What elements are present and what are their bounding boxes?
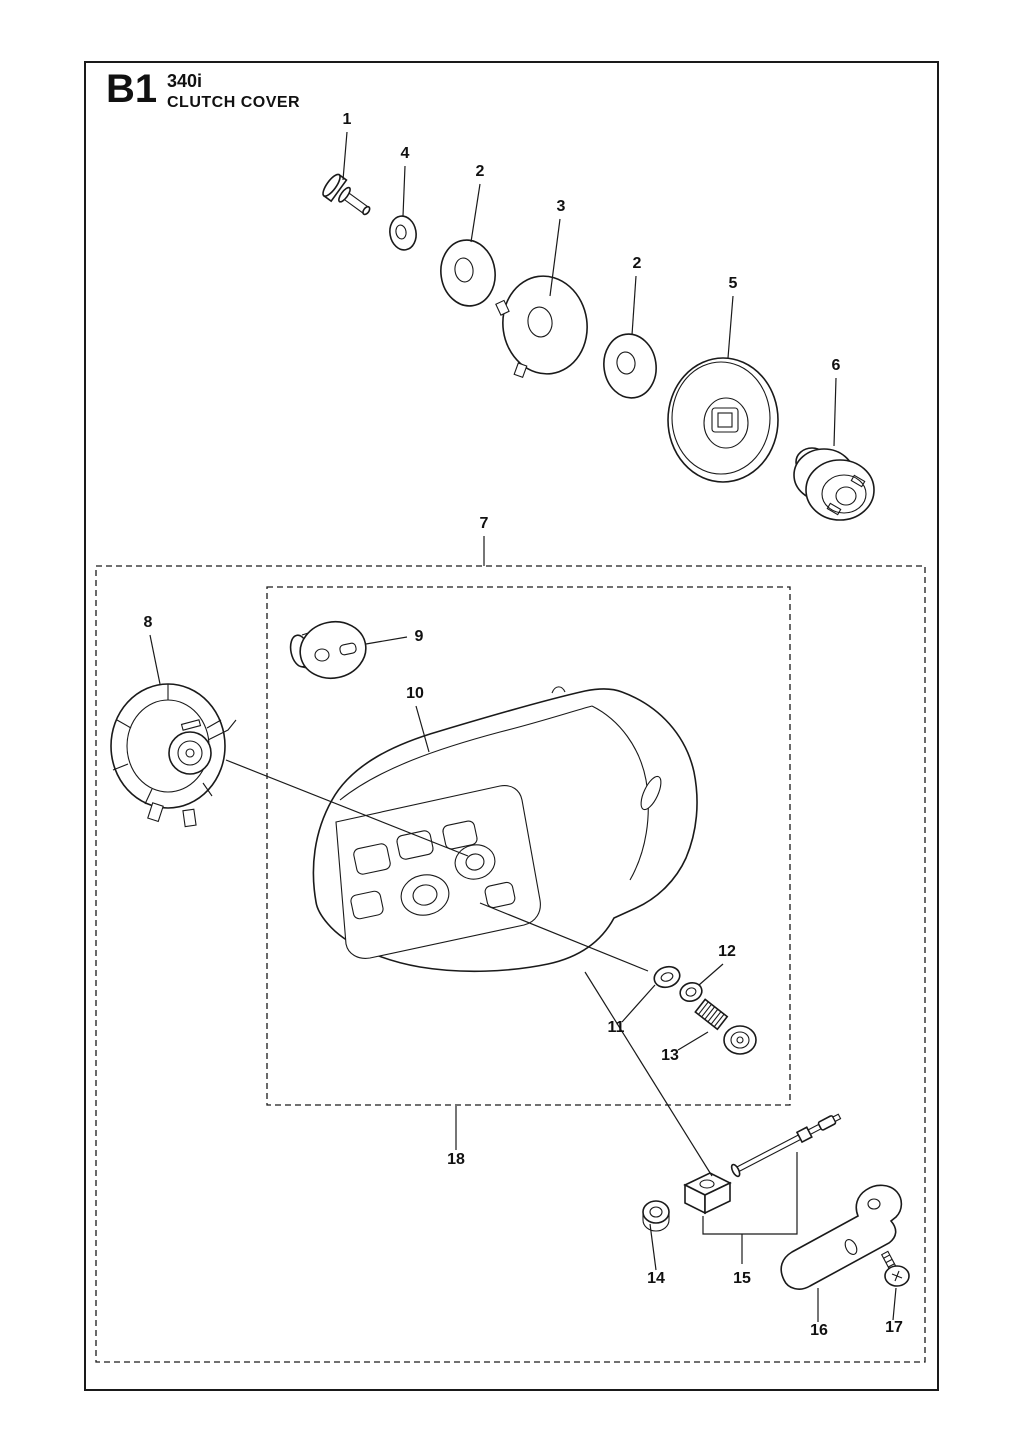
part-11-washer [653, 965, 681, 989]
callout-1: 1 [343, 111, 352, 128]
callout-11: 11 [608, 1019, 625, 1036]
part-8-brake-assembly [110, 683, 237, 828]
part-15-tensioner-assembly [683, 1113, 842, 1215]
leader-lines [149, 131, 897, 1322]
callout-3: 3 [557, 198, 566, 215]
callout-2a: 2 [476, 163, 485, 180]
part-16-bar-bracket [780, 1184, 903, 1290]
callout-2b: 2 [633, 255, 642, 272]
callout-5: 5 [729, 275, 738, 292]
model-label: 340i [167, 71, 202, 91]
part-17-screw [880, 1250, 910, 1287]
callout-15: 15 [733, 1270, 751, 1287]
callout-14: 14 [647, 1270, 665, 1287]
part-1-screw [322, 173, 371, 216]
part-12-washer [679, 981, 703, 1003]
part-9-cap [289, 620, 367, 680]
callout-8: 8 [144, 614, 153, 631]
part-6-pulley [793, 447, 875, 521]
part-13-tensioner-screw [694, 998, 757, 1055]
callout-16: 16 [810, 1322, 828, 1339]
part-10-clutch-cover [312, 686, 698, 973]
part-2-washer-a [440, 239, 496, 307]
part-3-disc [495, 275, 588, 379]
callout-4: 4 [401, 145, 410, 162]
page-title: CLUTCH COVER [167, 94, 300, 111]
part-2-washer-b [603, 333, 657, 399]
callout-10: 10 [406, 685, 424, 702]
callout-labels: 1 4 2 3 2 5 6 7 8 9 10 11 12 13 14 15 16… [144, 111, 903, 1339]
group-7-boundary [95, 565, 926, 1363]
part-4-washer [389, 215, 417, 251]
callout-7: 7 [480, 515, 489, 532]
callout-18: 18 [447, 1151, 465, 1168]
callout-13: 13 [661, 1047, 679, 1064]
callout-9: 9 [415, 628, 424, 645]
callout-17: 17 [885, 1319, 903, 1336]
callout-12: 12 [718, 943, 736, 960]
part-14-nut [642, 1200, 670, 1232]
diagram-code: B1 [106, 67, 157, 111]
part-5-clutch-drum [667, 357, 779, 483]
page-border [84, 61, 939, 1391]
callout-6: 6 [832, 357, 841, 374]
group-18-boundary [266, 586, 791, 1106]
